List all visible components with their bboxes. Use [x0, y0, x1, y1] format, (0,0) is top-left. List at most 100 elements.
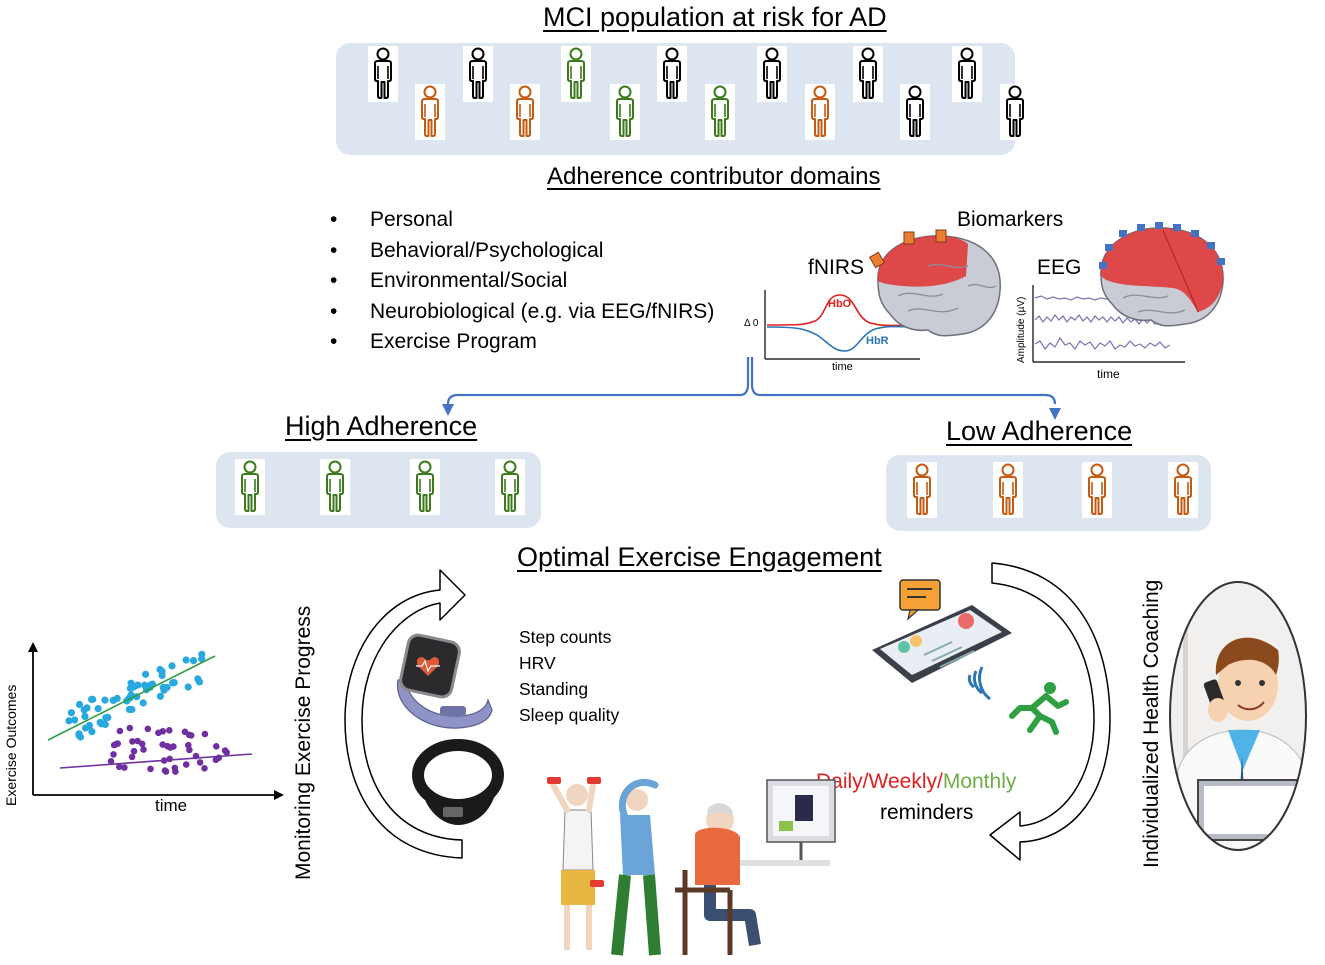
scatter-point	[139, 699, 147, 707]
scatter-point	[142, 670, 150, 678]
scatter-point	[185, 741, 192, 749]
scatter-point	[166, 755, 173, 763]
scatter-point	[212, 756, 220, 764]
scatter-point	[189, 657, 198, 665]
scatter-point	[102, 714, 110, 722]
hbo-label: HbO	[828, 298, 852, 310]
scatter-point	[101, 696, 109, 704]
scatter-point	[182, 761, 190, 768]
domains-title: Adherence contributor domains	[547, 163, 881, 190]
scatter-point	[144, 725, 152, 733]
high-adherence-panel	[216, 452, 541, 528]
scatter-point	[169, 679, 177, 687]
smartphone-icon	[872, 579, 1012, 701]
outcome-y-label: Exercise Outcomes	[3, 684, 19, 806]
scatter-point	[162, 768, 170, 775]
scatter-point	[116, 763, 123, 771]
scatter-point	[88, 728, 96, 736]
scatter-point	[128, 705, 136, 714]
scatter-point	[140, 746, 147, 753]
scatter-point	[129, 738, 136, 745]
scatter-point	[166, 727, 173, 734]
domain-item: Environmental/Social	[330, 266, 714, 297]
domain-item: Exercise Program	[330, 327, 714, 358]
scatter-point	[128, 753, 136, 761]
scatter-point	[110, 751, 117, 758]
scatter-point	[194, 675, 202, 683]
eeg-time-label: time	[1097, 367, 1120, 381]
fnirs-y-label: Δ 0	[744, 318, 759, 329]
fnirs-plot	[764, 290, 921, 360]
optimal-engagement-title: Optimal Exercise Engagement	[517, 542, 882, 572]
scatter-point	[159, 728, 167, 735]
scatter-point	[159, 741, 166, 748]
scatter-point	[94, 705, 102, 713]
scatter-point	[110, 741, 118, 749]
metric-item: Step counts	[519, 627, 612, 647]
population-title: MCI population at risk for AD	[543, 2, 887, 32]
scatter-point	[141, 681, 149, 689]
scatter-point	[83, 704, 91, 712]
scatter-point	[81, 724, 90, 732]
scatter-point	[127, 679, 135, 687]
scatter-point	[107, 758, 115, 765]
scatter-point	[196, 759, 204, 766]
domain-item: Behavioral/Psychological	[330, 236, 714, 267]
scatter-point	[147, 765, 154, 773]
low-adherence-panel	[886, 455, 1211, 531]
scatter-point	[158, 671, 166, 680]
metric-item: Standing	[519, 679, 589, 699]
eeg-brain-icon	[1099, 222, 1225, 327]
scatter-point	[109, 696, 117, 705]
trend-line	[47, 655, 216, 741]
health-coach-illustration	[1169, 581, 1307, 851]
eeg-label: EEG	[1037, 256, 1082, 279]
domain-item: Personal	[330, 205, 714, 236]
smartwatch-icon	[396, 633, 493, 729]
high-adherence-title: High Adherence	[285, 411, 478, 441]
scatter-point	[81, 712, 89, 721]
scatter-point	[96, 718, 104, 727]
fnirs-time-label: time	[832, 361, 853, 373]
scatter-point	[71, 716, 79, 724]
weekly-label: Weekly/	[868, 770, 943, 793]
reminders-label: reminders	[880, 801, 974, 824]
metric-item: Sleep quality	[519, 705, 620, 725]
scatter-point	[67, 709, 75, 717]
fnirs-label: fNIRS	[808, 256, 865, 279]
scatter-point	[88, 695, 96, 704]
exercising-seniors-illustration	[547, 777, 836, 956]
scatter-point	[187, 732, 195, 739]
domain-list: Personal Behavioral/Psychological Enviro…	[330, 205, 714, 358]
scatter-point	[126, 724, 134, 732]
scatter-point	[130, 747, 138, 755]
scatter-point	[213, 743, 220, 750]
monthly-label: Monthly	[942, 770, 1017, 793]
scatter-point	[201, 730, 209, 738]
trend-line	[59, 753, 253, 769]
y-axis-arrow	[28, 642, 38, 652]
metric-item: HRV	[519, 653, 556, 673]
scatter-point	[168, 662, 176, 670]
scatter-point	[182, 656, 190, 664]
biomarkers-label: Biomarkers	[957, 208, 1064, 231]
scatter-point	[121, 764, 128, 771]
reminder-frequencies: Daily/Weekly/Monthly	[816, 770, 1016, 794]
smart-ring-icon	[412, 739, 504, 825]
hbr-label: HbR	[866, 335, 889, 347]
scatter-point	[167, 744, 174, 751]
scatter-point	[221, 747, 229, 754]
x-axis-arrow	[274, 790, 284, 800]
scatter-point	[76, 733, 85, 741]
metrics-list: Step counts HRV Standing Sleep quality	[519, 624, 619, 728]
scatter-point	[163, 683, 171, 692]
scatter-point	[184, 683, 192, 691]
running-person-icon	[1009, 682, 1069, 735]
fnirs-brain-icon	[868, 229, 1001, 337]
outcome-x-label: time	[155, 796, 188, 815]
scatter-point	[138, 740, 146, 748]
scatter-point	[65, 717, 73, 725]
